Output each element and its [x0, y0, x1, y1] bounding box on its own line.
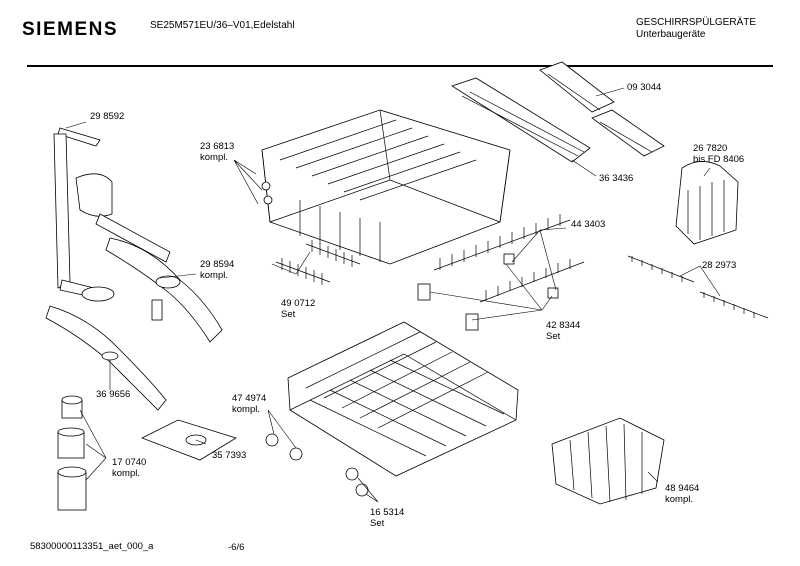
rail-clips [417, 253, 559, 331]
part-label-29-8594: 29 8594 kompl. [200, 259, 234, 281]
part-label-26-7820: 26 7820 bis FD 8406 [693, 143, 744, 165]
part-number: 36 9656 [96, 389, 131, 400]
part-number: 17 0740 [112, 457, 147, 468]
leader-lines [65, 87, 721, 503]
part-label-35-7393: 35 7393 [212, 450, 246, 461]
part-number: 42 8344 [546, 320, 581, 331]
page-number: -6/6 [228, 542, 245, 553]
part-number: 47 4974 [232, 393, 267, 404]
part-number: 09 3044 [627, 82, 662, 93]
part-number: 35 7393 [212, 450, 247, 461]
part-label-23-6813: 23 6813 kompl. [200, 141, 234, 163]
part-number: 29 8594 [200, 259, 235, 270]
part-label-42-8344: 42 8344 Set [546, 320, 580, 342]
basket-rails [433, 214, 585, 303]
part-number: 44 3403 [571, 219, 606, 230]
model-designation: SE25M571EU/36–V01,Edelstahl [150, 20, 295, 31]
part-number: 49 0712 [281, 298, 316, 309]
lower-basket [287, 321, 519, 477]
upper-spray-arm [105, 237, 223, 343]
filter-set [57, 395, 87, 511]
cutlery-tray-inserts [539, 61, 665, 157]
part-label-36-3436: 36 3436 [599, 173, 633, 184]
part-note: Set [546, 331, 561, 342]
tine-rows [275, 240, 361, 285]
part-note: kompl. [665, 494, 693, 505]
part-number: 48 9464 [665, 483, 700, 494]
part-note: kompl. [232, 404, 260, 415]
part-label-17-0740: 17 0740 kompl. [112, 457, 146, 479]
document-id: 58300000113351_aet_000_a [30, 541, 154, 552]
part-label-49-0712: 49 0712 Set [281, 298, 315, 320]
part-note: Set [281, 309, 296, 320]
header-divider [27, 65, 773, 67]
category-title: GESCHIRRSPÜLGERÄTE [636, 17, 757, 28]
part-label-44-3403: 44 3403 [571, 219, 605, 230]
cup-racks [627, 255, 769, 319]
cutlery-basket-small [675, 161, 739, 245]
product-category: GESCHIRRSPÜLGERÄTE Unterbaugeräte [636, 17, 756, 41]
brand-logo: SIEMENS [22, 19, 119, 40]
upper-basket [261, 109, 511, 265]
cutlery-tray [451, 77, 591, 163]
part-label-09-3044: 09 3044 [627, 82, 661, 93]
part-note: bis FD 8406 [693, 154, 745, 165]
part-label-16-5314: 16 5314 Set [370, 507, 404, 529]
lower-spray-arm [45, 305, 167, 411]
part-number: 29 8592 [90, 111, 125, 122]
part-note: Set [370, 518, 385, 529]
part-label-47-4974: 47 4974 kompl. [232, 393, 266, 415]
part-label-36-9656: 36 9656 [96, 389, 130, 400]
cutlery-basket-large [551, 417, 665, 505]
part-number: 16 5314 [370, 507, 405, 518]
part-number: 36 3436 [599, 173, 634, 184]
spray-arm-supply-tube [53, 127, 171, 302]
part-label-28-2973: 28 2973 [702, 260, 736, 271]
part-label-29-8592: 29 8592 [90, 111, 124, 122]
basket-wheels [265, 433, 369, 497]
part-number: 23 6813 [200, 141, 235, 152]
category-subtitle: Unterbaugeräte [636, 29, 706, 40]
part-number: 28 2973 [702, 260, 737, 271]
part-label-48-9464: 48 9464 kompl. [665, 483, 699, 505]
part-number: 26 7820 [693, 143, 728, 154]
part-note: kompl. [112, 468, 140, 479]
part-note: kompl. [200, 270, 228, 281]
part-note: kompl. [200, 152, 228, 163]
